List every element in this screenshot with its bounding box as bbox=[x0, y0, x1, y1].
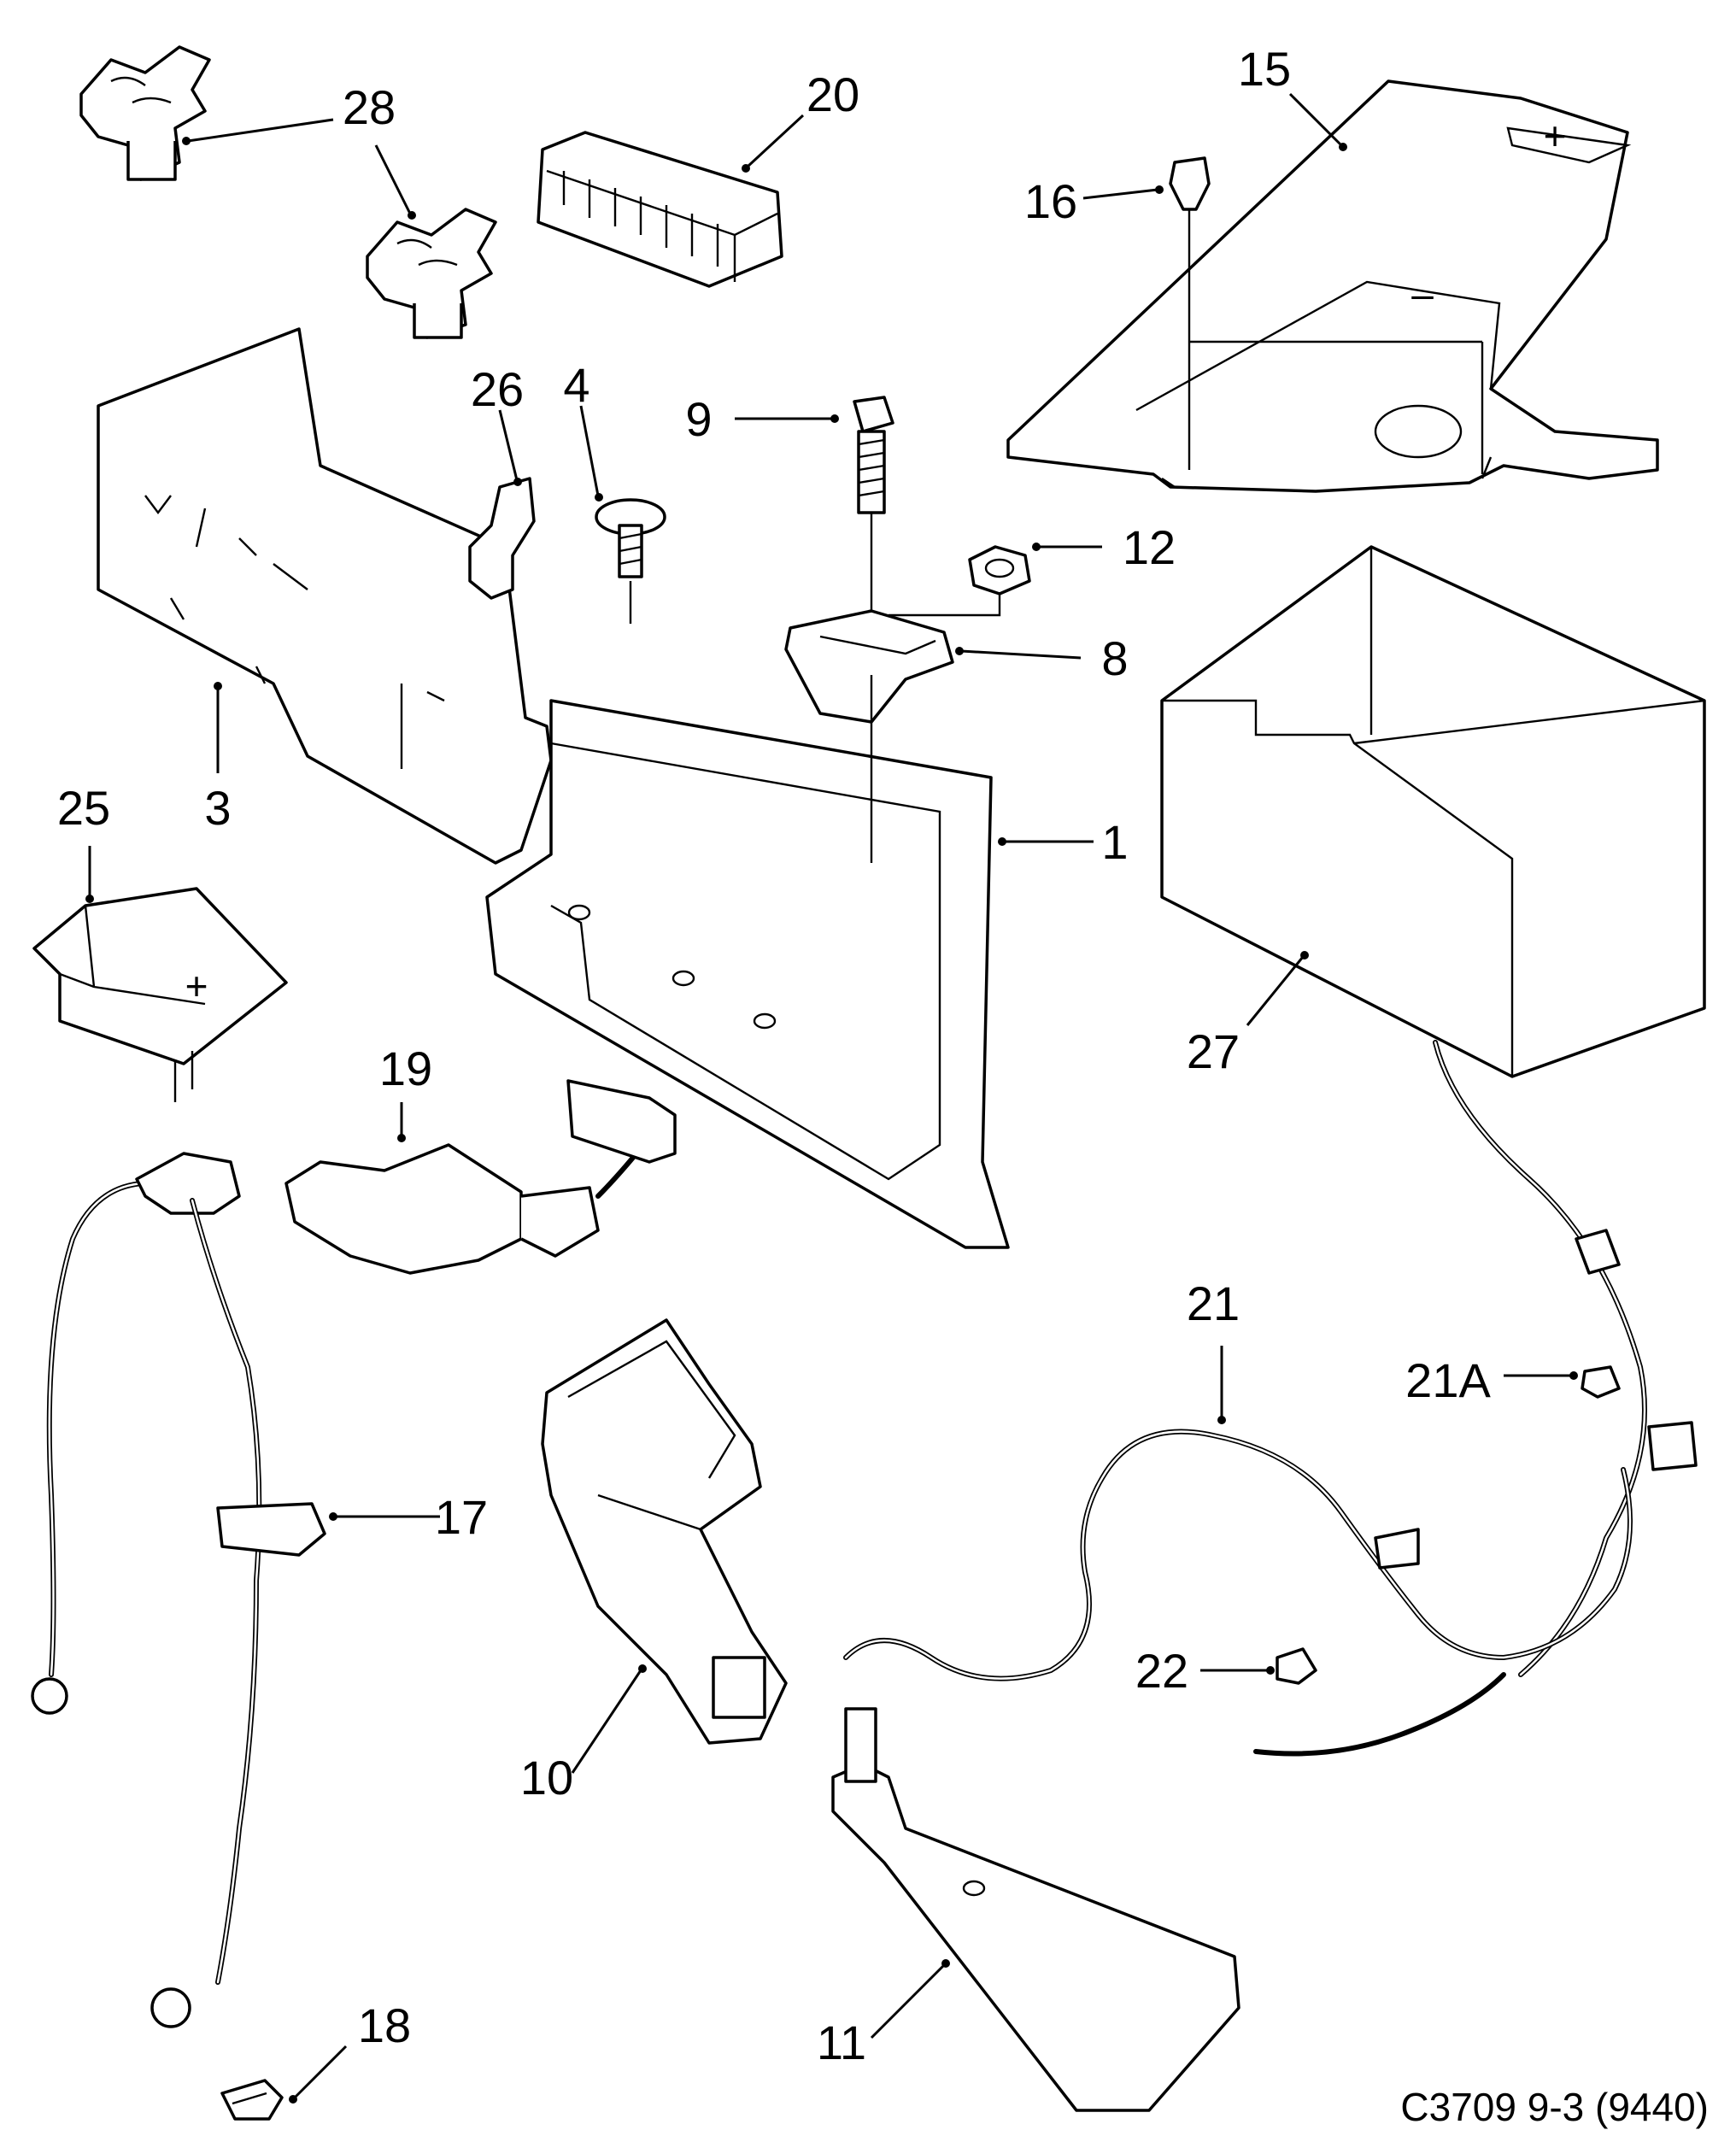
bolt-part-9 bbox=[853, 396, 894, 863]
callout-28: 28 bbox=[343, 80, 396, 134]
callout-3: 3 bbox=[204, 781, 231, 835]
callout-27: 27 bbox=[1187, 1024, 1240, 1078]
nut-part-12 bbox=[889, 545, 1031, 617]
nut-part-22 bbox=[1276, 1647, 1317, 1685]
callout-9: 9 bbox=[685, 392, 712, 446]
cover-plus-mark: + bbox=[1544, 114, 1567, 158]
callout-21: 21 bbox=[1187, 1276, 1240, 1330]
battery-tray-part-1 bbox=[485, 699, 1010, 1249]
clamp-block-part-8 bbox=[784, 609, 954, 724]
screw-part-4 bbox=[595, 498, 666, 624]
cable-clip-part-28-lower bbox=[366, 208, 497, 339]
callout-11: 11 bbox=[817, 2016, 866, 2069]
callout-21a: 21A bbox=[1405, 1353, 1491, 1407]
nut-part-21a bbox=[1581, 1365, 1621, 1399]
terminal-cover-plus-mark: + bbox=[185, 964, 208, 1008]
callout-17: 17 bbox=[435, 1490, 488, 1544]
callout-labels: 28 20 15 16 26 4 9 12 8 3 25 1 27 19 21 … bbox=[57, 42, 1492, 2069]
battery-cover-part-15: + – bbox=[1006, 79, 1659, 493]
cable-clip-part-26 bbox=[468, 477, 536, 600]
callout-4: 4 bbox=[563, 358, 589, 412]
callout-8: 8 bbox=[1101, 631, 1128, 685]
callout-19: 19 bbox=[379, 1042, 432, 1095]
callout-18: 18 bbox=[358, 1998, 411, 2052]
cover-minus-mark: – bbox=[1411, 272, 1434, 316]
callout-16: 16 bbox=[1024, 174, 1077, 228]
callout-15: 15 bbox=[1238, 42, 1291, 96]
callout-10: 10 bbox=[520, 1751, 573, 1804]
callout-20: 20 bbox=[806, 67, 859, 121]
battery-cable-part-17 bbox=[31, 1152, 326, 2028]
bolt-part-18 bbox=[220, 2079, 284, 2121]
callout-22: 22 bbox=[1135, 1644, 1188, 1698]
air-duct-part-10 bbox=[541, 1318, 788, 1745]
diagram-reference-code: C3709 9-3 (9440) bbox=[1400, 2085, 1709, 2129]
callout-12: 12 bbox=[1123, 520, 1176, 574]
callout-25: 25 bbox=[57, 781, 110, 835]
wiring-harness-part-21 bbox=[843, 1040, 1698, 1757]
insulation-box-part-27 bbox=[1160, 545, 1706, 1078]
terminal-cover-part-25: + bbox=[32, 887, 288, 1102]
callout-1: 1 bbox=[1101, 815, 1128, 869]
air-duct-part-11 bbox=[831, 1707, 1240, 2112]
cable-clip-part-28-upper bbox=[79, 45, 211, 181]
push-clip-part-16 bbox=[1169, 156, 1484, 474]
callout-26: 26 bbox=[471, 362, 524, 416]
leader-lines bbox=[85, 92, 1578, 2104]
control-module-part-20 bbox=[537, 131, 783, 288]
fuse-relay-box-part-19 bbox=[284, 1079, 677, 1275]
